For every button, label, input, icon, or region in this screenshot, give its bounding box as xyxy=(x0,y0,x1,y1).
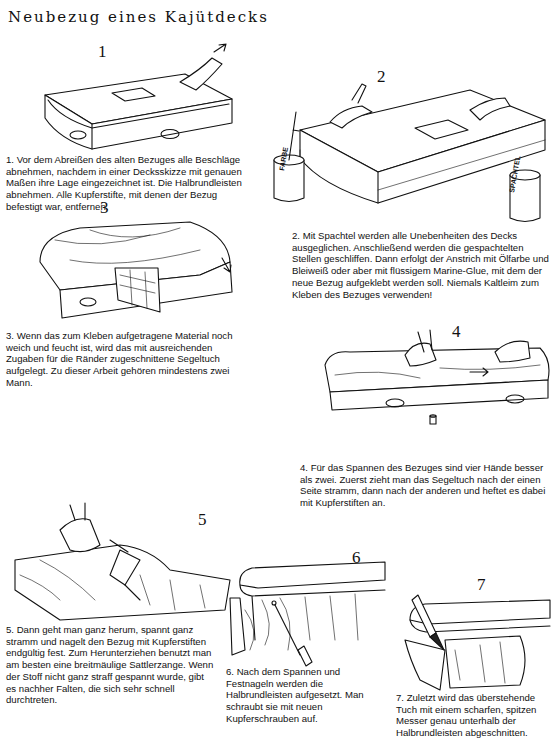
deck-illustration-4-stroke xyxy=(418,330,432,352)
deck-illustration-4-stroke xyxy=(335,365,540,378)
step-number: 3 xyxy=(100,198,109,218)
deck-illustration-5-stroke xyxy=(15,545,230,620)
deck-illustration-1 xyxy=(45,44,232,149)
deck-illustration-4-stroke xyxy=(506,395,524,403)
deck-illustration-3 xyxy=(40,222,232,318)
step-caption: 4. Für das Spannen des Bezuges sind vier… xyxy=(300,462,550,509)
deck-illustration-6 xyxy=(230,562,385,666)
step-caption: 2. Mit Spachtel werden alle Unebenheiten… xyxy=(292,230,550,300)
deck-illustration-3-stroke xyxy=(80,298,96,306)
deck-illustration-4-stroke xyxy=(430,415,436,417)
deck-illustration-4-stroke xyxy=(330,380,548,410)
deck-illustration-2-stroke xyxy=(330,106,372,128)
deck-illustration-2-stroke xyxy=(377,172,378,203)
deck-illustration-6-stroke xyxy=(298,646,312,666)
deck-illustration-2 xyxy=(274,84,545,222)
deck-illustration-5-stroke xyxy=(70,503,85,520)
deck-illustration-1-stroke xyxy=(45,95,232,149)
step-number: 5 xyxy=(198,510,207,530)
deck-illustration-6-stroke xyxy=(272,601,276,605)
step-number: 2 xyxy=(377,67,386,87)
deck-illustration-1-stroke xyxy=(48,100,229,128)
deck-illustration-6-stroke xyxy=(230,598,245,655)
deck-illustration-2-stroke xyxy=(352,84,366,103)
step-number: 6 xyxy=(352,548,361,568)
step-number: 7 xyxy=(477,575,486,595)
deck-illustration-2-stroke xyxy=(470,98,510,120)
deck-illustration-7-stroke xyxy=(405,640,445,690)
deck-illustration-7-stroke xyxy=(410,600,550,624)
deck-illustration-1-stroke xyxy=(214,44,226,52)
page-title: Neubezug eines Kajütdecks xyxy=(8,8,269,26)
deck-illustration-6-stroke xyxy=(240,585,385,640)
step-number: 4 xyxy=(452,322,461,342)
deck-illustration-7-stroke xyxy=(412,595,436,637)
deck-illustration-3-stroke xyxy=(115,268,160,312)
deck-illustration-2-stroke xyxy=(300,140,545,190)
deck-illustration-5 xyxy=(15,503,230,620)
deck-illustration-7-stroke xyxy=(430,633,444,650)
deck-illustration-4 xyxy=(325,330,549,424)
step-caption: 1. Vor dem Abreißen des alten Bezuges al… xyxy=(6,154,242,213)
deck-illustration-2-stroke xyxy=(415,120,468,139)
deck-illustration-4-stroke xyxy=(386,399,404,407)
step-caption: 7. Zuletzt wird das überstehende Tuch mi… xyxy=(396,692,552,739)
deck-illustration-4-stroke xyxy=(470,368,488,376)
deck-illustration-7-stroke xyxy=(455,642,505,683)
deck-illustration-6-stroke xyxy=(245,594,358,650)
deck-illustration-1-stroke xyxy=(161,130,179,139)
deck-illustration-3-stroke xyxy=(120,270,155,308)
deck-illustration-6-stroke xyxy=(275,605,300,655)
step-caption: 3. Wenn das zum Kleben aufgetragene Mate… xyxy=(6,330,242,389)
deck-illustration-1-stroke xyxy=(112,88,155,101)
deck-illustration-5-stroke xyxy=(60,519,100,552)
step-caption: 5. Dann geht man ganz herum, spannt ganz… xyxy=(6,624,214,706)
deck-illustration-7 xyxy=(405,595,550,690)
deck-illustration-2-stroke xyxy=(289,112,299,160)
deck-illustration-6-stroke xyxy=(240,562,385,588)
deck-illustration-3-stroke xyxy=(222,258,231,272)
step-number: 1 xyxy=(98,42,107,62)
deck-illustration-2-stroke xyxy=(300,120,545,203)
step-caption: 6. Nach dem Spannen und Festnageln werde… xyxy=(226,666,386,725)
deck-illustration-1-stroke xyxy=(70,131,86,139)
deck-illustration-3-stroke xyxy=(55,228,200,263)
deck-illustration-5-stroke xyxy=(110,550,140,585)
deck-illustration-7-stroke xyxy=(445,636,525,688)
deck-illustration-1-stroke xyxy=(180,58,222,90)
deck-illustration-5-stroke xyxy=(110,540,140,600)
deck-illustration-3-stroke xyxy=(60,262,232,318)
deck-illustration-4-stroke xyxy=(495,341,530,362)
